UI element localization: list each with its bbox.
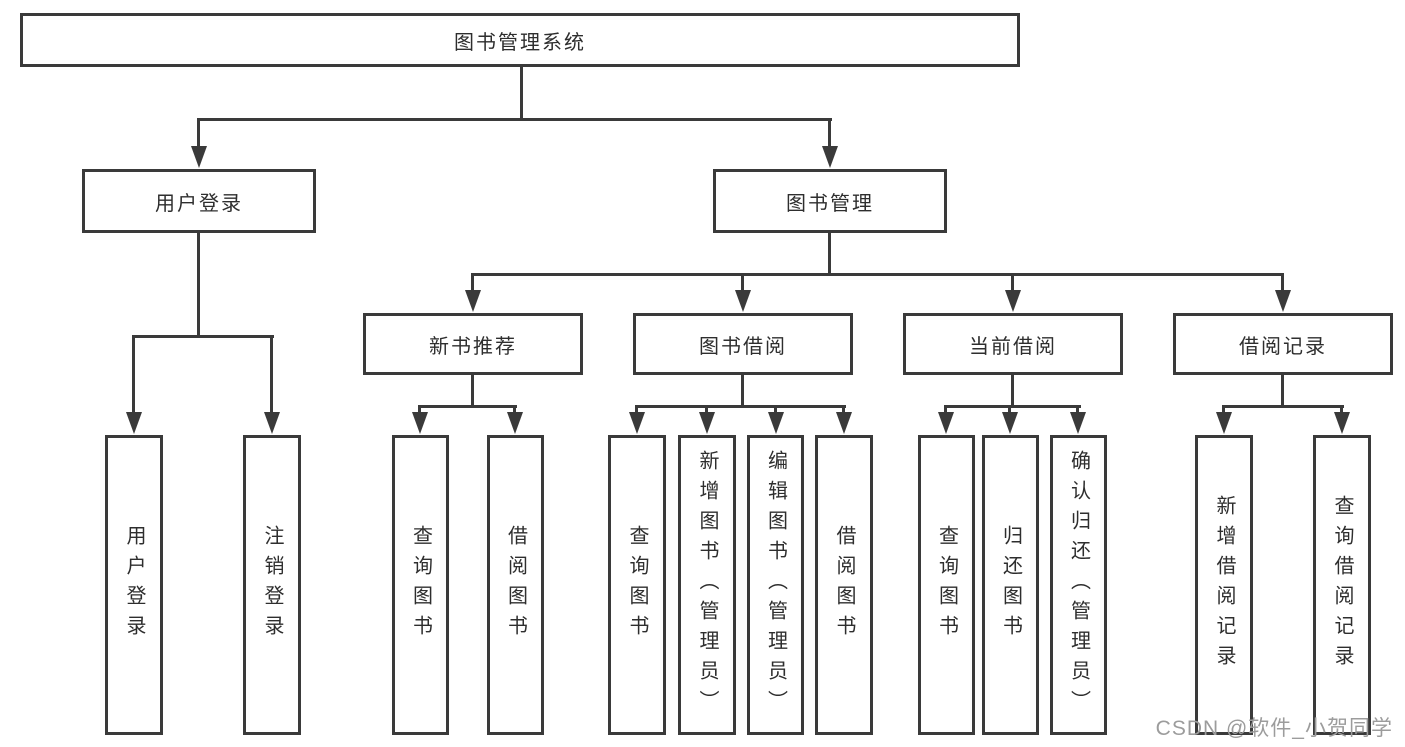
- leaf-return-books: 归还图书: [982, 435, 1039, 735]
- node-new-book-recommend-label: 新书推荐: [429, 335, 517, 358]
- node-book-borrow-label: 图书借阅: [699, 335, 787, 358]
- node-new-book-recommend: 新书推荐: [363, 313, 583, 375]
- csdn-watermark: CSDN @软件_小贺同学: [1155, 717, 1393, 740]
- leaf-user-login: 用户登录: [105, 435, 163, 735]
- arrow-down-icon: [1002, 412, 1018, 434]
- node-current-borrow: 当前借阅: [903, 313, 1123, 375]
- connector-leaf-stem: [1222, 405, 1225, 415]
- leaf-query-books-current-label: 查询图书: [935, 525, 958, 645]
- connector-book-mgmt-stem: [828, 118, 831, 148]
- arrow-down-icon: [938, 412, 954, 434]
- node-user-login: 用户登录: [82, 169, 316, 233]
- arrow-down-icon: [264, 412, 280, 434]
- connector-group-stem: [1281, 375, 1284, 405]
- leaf-confirm-return-admin: 确认归还（管理员）: [1050, 435, 1107, 735]
- arrow-down-icon: [412, 412, 428, 434]
- connector-leaf-stem: [270, 335, 273, 414]
- leaf-add-books-admin: 新增图书（管理员）: [678, 435, 736, 735]
- arrow-down-icon: [735, 290, 751, 312]
- connector-user-login-stem: [197, 118, 200, 148]
- leaf-query-books-recommend-label: 查询图书: [409, 525, 432, 645]
- leaf-return-books-label: 归还图书: [999, 525, 1022, 645]
- leaf-borrow-books-label: 借阅图书: [833, 525, 855, 645]
- arrow-down-icon: [507, 412, 523, 434]
- arrow-down-icon: [1070, 412, 1086, 434]
- node-user-login-label: 用户登录: [155, 192, 243, 215]
- leaf-confirm-return-admin-label: 确认归还（管理员）: [1067, 450, 1090, 720]
- connector-leaf-stem: [635, 405, 638, 415]
- leaf-add-books-admin-label: 新增图书（管理员）: [696, 450, 718, 720]
- node-current-borrow-label: 当前借阅: [969, 335, 1057, 358]
- connector-l3-stem: [471, 273, 474, 292]
- connector-group-stem: [1011, 375, 1014, 405]
- node-root: 图书管理系统: [20, 13, 1020, 67]
- connector-leaf-stem: [132, 335, 135, 414]
- connector-book-mgmt-down: [828, 233, 831, 273]
- arrow-down-icon: [1334, 412, 1350, 434]
- arrow-down-icon: [629, 412, 645, 434]
- leaf-query-books-current: 查询图书: [918, 435, 975, 735]
- connector-group-branch: [1222, 405, 1344, 408]
- leaf-edit-books-admin: 编辑图书（管理员）: [747, 435, 804, 735]
- connector-l3-stem: [1011, 273, 1014, 292]
- leaf-add-borrow-record: 新增借阅记录: [1195, 435, 1253, 735]
- leaf-query-borrow-record: 查询借阅记录: [1313, 435, 1371, 735]
- arrow-down-icon: [836, 412, 852, 434]
- connector-leaf-stem: [705, 405, 708, 415]
- node-borrow-records: 借阅记录: [1173, 313, 1393, 375]
- connector-leaf-stem: [842, 405, 845, 415]
- connector-leaf-stem: [944, 405, 947, 415]
- connector-book-mgmt-branch: [471, 273, 1284, 276]
- connector-l3-stem: [741, 273, 744, 292]
- leaf-logout: 注销登录: [243, 435, 301, 735]
- leaf-borrow-books-recommend: 借阅图书: [487, 435, 544, 735]
- connector-group-branch: [418, 405, 517, 408]
- connector-group-stem: [471, 375, 474, 405]
- connector-leaf-stem: [1076, 405, 1079, 415]
- connector-leaf-stem: [513, 405, 516, 415]
- connector-group-branch: [944, 405, 1081, 408]
- leaf-logout-label: 注销登录: [261, 525, 283, 645]
- node-book-management-label: 图书管理: [786, 192, 874, 215]
- node-book-borrow: 图书借阅: [633, 313, 853, 375]
- leaf-query-books-recommend: 查询图书: [392, 435, 449, 735]
- leaf-add-borrow-record-label: 新增借阅记录: [1213, 495, 1235, 675]
- leaf-edit-books-admin-label: 编辑图书（管理员）: [764, 450, 787, 720]
- connector-root-branch: [198, 118, 832, 121]
- arrow-down-icon: [191, 146, 207, 168]
- arrow-down-icon: [822, 146, 838, 168]
- node-borrow-records-label: 借阅记录: [1239, 335, 1327, 358]
- node-book-management: 图书管理: [713, 169, 947, 233]
- connector-user-login-down: [197, 233, 200, 335]
- arrow-down-icon: [126, 412, 142, 434]
- leaf-query-books-borrow-label: 查询图书: [626, 525, 648, 645]
- connector-group-branch: [635, 405, 846, 408]
- connector-group-stem: [741, 375, 744, 405]
- connector-root-stem: [520, 67, 523, 118]
- arrow-down-icon: [768, 412, 784, 434]
- leaf-query-borrow-record-label: 查询借阅记录: [1331, 495, 1353, 675]
- connector-user-login-branch: [132, 335, 274, 338]
- leaf-borrow-books-recommend-label: 借阅图书: [504, 525, 527, 645]
- connector-leaf-stem: [774, 405, 777, 415]
- leaf-user-login-label: 用户登录: [123, 525, 145, 645]
- leaf-borrow-books: 借阅图书: [815, 435, 873, 735]
- arrow-down-icon: [1216, 412, 1232, 434]
- connector-leaf-stem: [1008, 405, 1011, 415]
- arrow-down-icon: [1005, 290, 1021, 312]
- connector-leaf-stem: [1340, 405, 1343, 415]
- arrow-down-icon: [699, 412, 715, 434]
- leaf-query-books-borrow: 查询图书: [608, 435, 666, 735]
- arrow-down-icon: [465, 290, 481, 312]
- connector-l3-stem: [1281, 273, 1284, 292]
- arrow-down-icon: [1275, 290, 1291, 312]
- connector-leaf-stem: [418, 405, 421, 415]
- node-root-label: 图书管理系统: [454, 31, 586, 54]
